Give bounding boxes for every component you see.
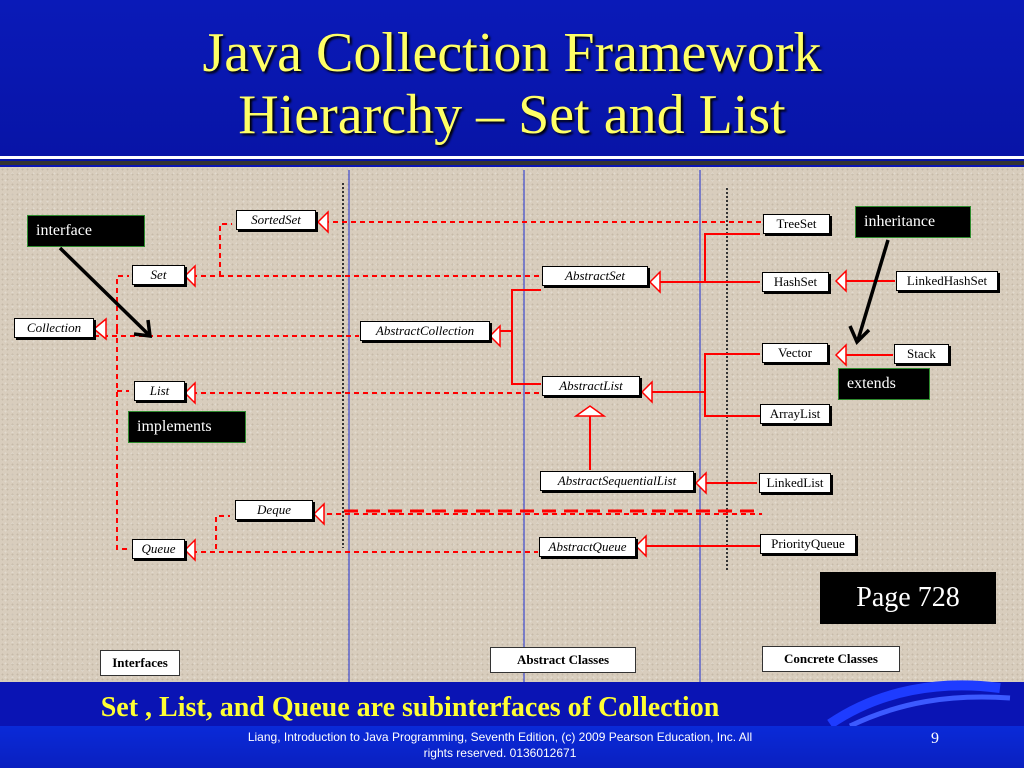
connector-sortedset-set [219, 223, 232, 276]
credit-text: Liang, Introduction to Java Programming,… [190, 729, 810, 761]
node-list: List [134, 381, 185, 401]
page-reference: Page 728 [820, 572, 996, 624]
arrowheads [92, 210, 847, 562]
arrowhead [648, 270, 661, 294]
page-number: 9 [931, 730, 939, 747]
node-abstractsequentiallist: AbstractSequentialList [540, 471, 694, 491]
arrowhead [183, 264, 196, 288]
connector-set-collection [116, 275, 129, 329]
label-implements: implements [128, 411, 246, 443]
node-stack: Stack [894, 344, 949, 364]
slide-footer [0, 726, 1024, 768]
node-linkedlist: LinkedList [759, 473, 831, 493]
node-set: Set [132, 265, 185, 285]
title-line-2: Hierarchy – Set and List [238, 84, 786, 146]
node-abstractqueue: AbstractQueue [539, 537, 636, 557]
pointer-interface-head [133, 319, 153, 339]
node-deque: Deque [235, 500, 313, 520]
node-treeset: TreeSet [763, 214, 830, 234]
swoosh-decoration [827, 680, 1011, 729]
node-arraylist: ArrayList [760, 404, 830, 424]
node-vector: Vector [762, 343, 828, 363]
header-divider [0, 156, 1024, 159]
arrowhead [312, 502, 325, 526]
node-hashset: HashSet [762, 272, 829, 292]
credit-line-1: Liang, Introduction to Java Programming,… [247, 730, 753, 744]
connector-treeset-hashset [704, 233, 760, 283]
arrowhead [92, 317, 107, 341]
column-label-abstract-classes: Abstract Classes [490, 647, 636, 673]
node-collection: Collection [14, 318, 94, 338]
connector-queue-collection [116, 329, 129, 550]
arrowhead [573, 405, 607, 417]
node-abstractcollection: AbstractCollection [360, 321, 490, 341]
pointer-inheritance [856, 239, 890, 341]
label-extends: extends [838, 368, 930, 400]
slide-title: Java Collection Framework Hierarchy – Se… [0, 22, 1024, 146]
connector-vector-arraylist [704, 353, 760, 417]
column-label-interfaces: Interfaces [100, 650, 180, 676]
connector-abstract-set-list [511, 289, 541, 385]
slide-header [0, 0, 1024, 162]
arrowhead [183, 538, 196, 562]
node-queue: Queue [132, 539, 185, 559]
arrowhead [834, 269, 847, 293]
arrowhead [316, 210, 329, 234]
credit-line-2: rights reserved. 0136012671 [423, 746, 577, 760]
slide-caption: Set , List, and Queue are subinterfaces … [100, 692, 720, 723]
arrowhead [640, 380, 653, 404]
pointer-interface [58, 246, 150, 336]
node-abstractlist: AbstractList [542, 376, 640, 396]
node-priorityqueue: PriorityQueue [760, 534, 856, 554]
label-interface: interface [27, 215, 145, 247]
connector-deque-queue [215, 515, 230, 549]
node-sortedset: SortedSet [236, 210, 316, 230]
title-line-1: Java Collection Framework [202, 22, 822, 84]
arrowhead [634, 534, 647, 558]
node-abstractset: AbstractSet [542, 266, 648, 286]
arrowhead [488, 324, 501, 348]
arrowhead [183, 381, 196, 405]
node-linkedhashset: LinkedHashSet [896, 271, 998, 291]
label-inheritance: inheritance [855, 206, 971, 238]
header-divider-shadow [0, 161, 1024, 165]
pointer-inheritance-head [848, 325, 871, 346]
column-label-concrete-classes: Concrete Classes [762, 646, 900, 672]
arrowhead [834, 343, 847, 367]
arrowhead [694, 471, 707, 495]
